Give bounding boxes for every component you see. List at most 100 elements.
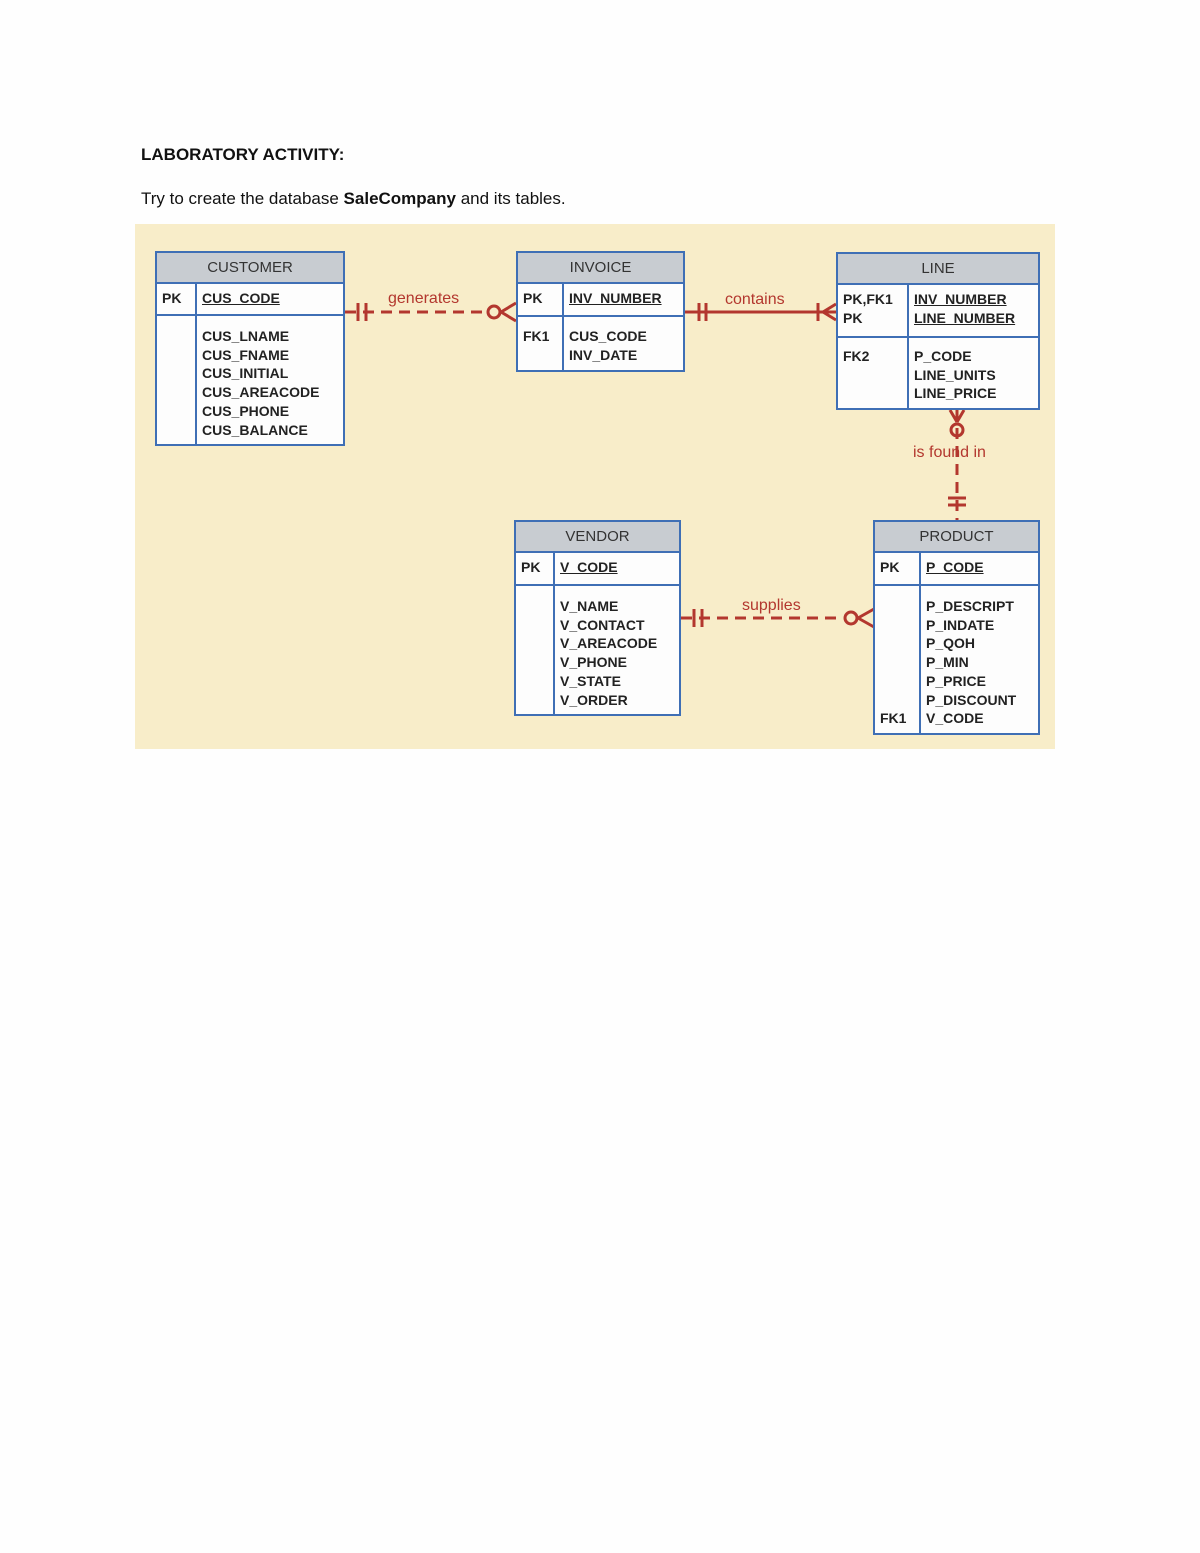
attribute-section: FK1 CUS_CODE INV_DATE: [518, 317, 683, 371]
attribute: V_CODE: [560, 559, 618, 575]
pk-attributes: INV_NUMBER LINE_NUMBER: [914, 290, 1015, 327]
contains-crow-1: [822, 302, 837, 314]
attribute: LINE_NUMBER: [914, 309, 1016, 326]
supplies-crow-1: [857, 607, 875, 620]
entity-vendor: VENDOR PK V_CODE V_NAME V_CONTACT V_AREA…: [514, 520, 681, 716]
attribute: P_DESCRIPT: [926, 598, 1014, 614]
primary-key-section: PK INV_NUMBER: [518, 284, 683, 317]
attribute: P_MIN: [926, 654, 969, 671]
relationship-is-found-in-label: is found in: [913, 444, 986, 461]
entity-invoice: INVOICE PK INV_NUMBER FK1 CUS_CODE INV_D…: [516, 251, 685, 372]
attribute: P_DISCOUNT: [926, 691, 1017, 708]
key-label: PK,FK1: [843, 291, 893, 307]
attribute: CUS_AREACODE: [202, 384, 320, 401]
attribute: V_PHONE: [560, 654, 627, 671]
instruction-before: Try to create the database: [141, 189, 344, 208]
key-column: [518, 317, 564, 371]
key-column: [157, 284, 197, 314]
attributes: V_NAME V_CONTACT V_AREACODE V_PHONE V_ST…: [560, 597, 657, 709]
relationship-generates-label: generates: [388, 290, 460, 307]
key-column: [157, 316, 197, 446]
attribute: V_ORDER: [560, 691, 628, 708]
relationship-lines: [345, 301, 966, 629]
key-column: [875, 586, 921, 735]
attribute: CUS_BALANCE: [202, 421, 308, 438]
supplies-crow-2: [857, 616, 875, 629]
attribute-section: FK1 P_DESCRIPT P_INDATE P_QOH P_MIN P_PR…: [875, 586, 1038, 735]
attributes: P_CODE LINE_UNITS LINE_PRICE: [914, 347, 996, 403]
erd-diagram: generates contains is found in supplies …: [135, 224, 1055, 749]
key-label: PK: [162, 290, 182, 306]
attribute: V_NAME: [560, 598, 619, 614]
key-label: PK: [843, 310, 863, 326]
primary-key-section: PK P_CODE: [875, 553, 1038, 586]
primary-key-section: PK CUS_CODE: [157, 284, 343, 316]
pk-attributes: P_CODE: [926, 558, 984, 577]
entity-title: INVOICE: [518, 253, 683, 284]
key-column: [838, 285, 909, 336]
key-label: PK: [523, 290, 543, 306]
attribute-section: FK2 P_CODE LINE_UNITS LINE_PRICE: [838, 338, 1038, 410]
key-label: PK: [521, 559, 541, 575]
supplies-zero-circle: [843, 610, 859, 626]
attribute: P_CODE: [914, 348, 972, 364]
relationship-supplies-label: supplies: [742, 597, 801, 614]
generates-crow-2: [500, 310, 517, 323]
entity-title: CUSTOMER: [157, 253, 343, 284]
primary-key-section: PK V_CODE: [516, 553, 679, 586]
entity-customer: CUSTOMER PK CUS_CODE CUS_LNAME CUS_FNAME…: [155, 251, 345, 446]
database-name: SaleCompany: [343, 189, 456, 208]
attribute: CUS_LNAME: [202, 328, 290, 344]
attribute: P_CODE: [926, 559, 984, 575]
attribute: CUS_INITIAL: [202, 365, 289, 382]
key-column: [838, 338, 909, 410]
is-found-in-crow-1: [948, 409, 959, 423]
attribute: CUS_PHONE: [202, 402, 290, 419]
instruction-text: Try to create the database SaleCompany a…: [141, 189, 566, 209]
entity-line: LINE PK,FK1 PK INV_NUMBER LINE_NUMBER FK…: [836, 252, 1040, 410]
attribute: INV_NUMBER: [914, 291, 1007, 307]
primary-key-section: PK,FK1 PK INV_NUMBER LINE_NUMBER: [838, 285, 1038, 338]
contains-crow-2: [822, 310, 837, 322]
attributes: CUS_LNAME CUS_FNAME CUS_INITIAL CUS_AREA…: [202, 327, 319, 439]
key-column: [516, 586, 555, 716]
attributes: CUS_CODE INV_DATE: [569, 327, 647, 364]
attribute: P_QOH: [926, 635, 976, 652]
attribute: CUS_CODE: [569, 328, 647, 344]
key-label: FK1: [880, 710, 907, 726]
pk-attributes: INV_NUMBER: [569, 289, 662, 308]
is-found-in-crow-2: [955, 409, 966, 423]
key-label: FK2: [843, 348, 870, 364]
key-column: [516, 553, 555, 584]
entity-title: PRODUCT: [875, 522, 1038, 553]
attribute: CUS_FNAME: [202, 346, 290, 363]
attribute: V_CONTACT: [560, 616, 645, 633]
key-column: [875, 553, 921, 584]
instruction-after: and its tables.: [455, 189, 566, 208]
entity-title: LINE: [838, 254, 1038, 285]
attribute: CUS_CODE: [202, 290, 280, 306]
attribute: INV_NUMBER: [569, 290, 662, 306]
attributes: P_DESCRIPT P_INDATE P_QOH P_MIN P_PRICE …: [926, 597, 1016, 728]
pk-attributes: CUS_CODE: [202, 289, 280, 308]
generates-crow-1: [500, 301, 517, 314]
pk-attributes: V_CODE: [560, 558, 618, 577]
key-label: PK: [880, 559, 900, 575]
generates-zero-circle: [486, 304, 502, 320]
entity-product: PRODUCT PK P_CODE FK1 P_DESCRIPT P_INDAT…: [873, 520, 1040, 735]
relationship-contains-label: contains: [725, 291, 785, 308]
attribute: LINE_PRICE: [914, 385, 997, 402]
entity-title: VENDOR: [516, 522, 679, 553]
attribute: P_INDATE: [926, 616, 995, 633]
activity-heading: LABORATORY ACTIVITY:: [141, 145, 345, 164]
attribute: V_CODE: [926, 710, 984, 727]
key-column: [518, 284, 564, 315]
is-found-in-zero-circle: [949, 422, 965, 438]
attribute-section: CUS_LNAME CUS_FNAME CUS_INITIAL CUS_AREA…: [157, 316, 343, 446]
attribute: P_PRICE: [926, 672, 986, 689]
attribute: LINE_UNITS: [914, 366, 996, 383]
attribute: INV_DATE: [569, 346, 638, 363]
key-label: FK1: [523, 328, 550, 344]
attribute: V_AREACODE: [560, 635, 658, 652]
attribute-section: V_NAME V_CONTACT V_AREACODE V_PHONE V_ST…: [516, 586, 679, 716]
